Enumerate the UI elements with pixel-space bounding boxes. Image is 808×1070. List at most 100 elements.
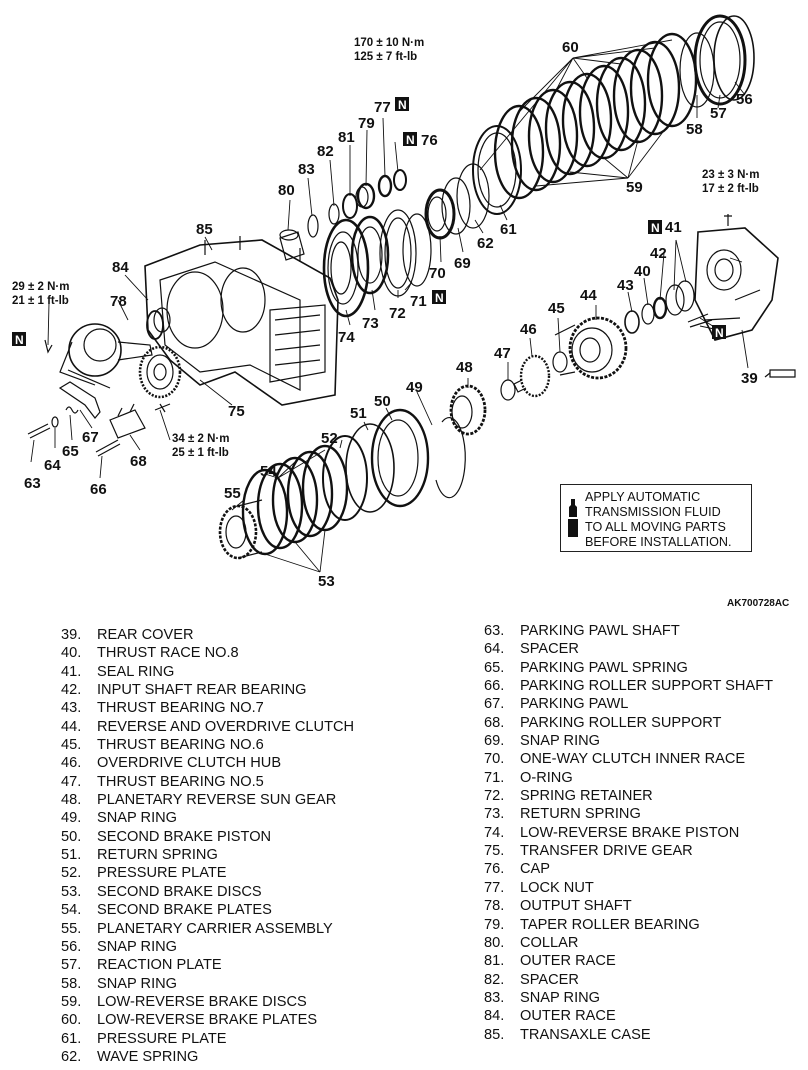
part-74-piston [322,218,370,318]
legend-item-name: PARKING PAWL SPRING [520,659,688,676]
part-71-o-ring [402,213,432,287]
legend-item-number: 55. [61,920,82,937]
callout-50: 50 [374,393,391,410]
callout-51: 51 [350,405,367,422]
callout-67: 67 [82,429,99,446]
legend-item-name: THRUST BEARING NO.6 [97,737,264,754]
legend-item: 62.WAVE SPRING [61,1048,354,1066]
callout-53: 53 [318,573,335,590]
legend-item: 44.REVERSE AND OVERDRIVE CLUTCH [61,718,354,736]
svg-text:N: N [715,326,724,340]
legend-item-number: 79. [484,916,505,933]
legend-item-number: 58. [61,975,82,992]
callout-70: 70 [429,265,446,282]
legend-item-name: REAR COVER [97,627,194,643]
legend-item-number: 80. [484,934,505,951]
legend-item-number: 78. [484,898,505,915]
legend-item-name: PARKING PAWL SHAFT [520,623,680,639]
figure-code: AK700728AC [727,598,790,609]
callout-57: 57 [710,105,727,122]
legend-item-name: SPRING RETAINER [520,788,653,805]
callout-44: 44 [580,287,597,304]
part-41-seal-rings [665,280,695,316]
legend-item: 84.OUTER RACE [484,1007,773,1025]
callout-82: 82 [317,143,334,160]
part-64-spacer [51,416,59,428]
legend-item: 55. PLANETARY CARRIER ASSEMBLY [61,920,354,938]
legend-item-name: THRUST RACE NO.8 [97,645,239,662]
part-51-return-spring [345,423,395,513]
part-68-roller-support [109,403,146,439]
atf-note-line: TO ALL MOVING PARTS [585,520,726,534]
legend-item-name: COLLAR [520,934,579,951]
part-82-spacer [328,203,340,225]
part-63-parking-pawl-shaft [27,423,51,439]
legend-item: 80. COLLAR [484,934,773,952]
exploded-view-diagram: N N N N N N 170 ± 10 N·m 125 ± 7 ft-lb 2… [12,14,796,590]
callout-66: 66 [90,481,107,498]
legend-item-number: 60. [61,1012,82,1029]
legend-item-name: RETURN SPRING [520,806,641,823]
part-61-pressure-plate [472,125,522,215]
part-75-transfer-drive-gear [138,345,182,399]
legend-item-number: 67. [484,696,505,713]
part-62-wave-spring [456,163,490,229]
legend-item: 59.LOW-REVERSE BRAKE DISCS [61,993,354,1011]
part-85-transaxle-case [144,236,339,406]
callout-58: 58 [686,121,703,138]
legend-item: 71.O-RING [484,769,773,787]
legend-item: 56.SNAP RING [61,938,354,956]
atf-note-line: TRANSMISSION FLUID [585,505,721,519]
legend-item: 72.SPRING RETAINER [484,787,773,805]
part-49-snap-ring [435,417,466,499]
callout-45: 45 [548,300,565,317]
legend-item-name: OUTER RACE [520,953,616,970]
legend-item-number: 81. [484,953,505,970]
callout-85: 85 [196,221,213,238]
part-56-snap-ring [713,15,755,101]
legend-item-number: 51. [61,847,82,864]
legend-item-name: WAVE SPRING [97,1048,199,1065]
legend-item: 69.SNAP RING [484,732,773,750]
part-84-outer-race [146,310,164,340]
bolt-39 [724,214,732,226]
legend-item: 68.PARKING ROLLER SUPPORT [484,714,773,732]
legend-item-name: TAPER ROLLER BEARING [520,916,700,933]
torque-spec-78: 29 ± 2 N·m 21 ± 1 ft-lb [12,281,69,307]
legend-item: 73.RETURN SPRING [484,805,773,823]
callout-56: 56 [736,91,753,108]
callout-63: 63 [24,475,41,492]
legend-item-name: SNAP RING [97,975,178,992]
n-mark-78: N [12,332,26,347]
callout-40: 40 [634,263,651,280]
legend-item-number: 56. [61,938,82,955]
part-78-output-shaft [59,323,153,389]
legend-item-number: 49. [61,810,82,827]
legend-item-number: 46. [61,755,82,772]
svg-text:29 ± 2 N·m: 29 ± 2 N·m [12,281,69,293]
legend-item: 45.THRUST BEARING NO.6 [61,736,354,754]
callout-62: 62 [477,235,494,252]
legend-item: 75.TRANSFER DRIVE GEAR [484,842,773,860]
legend-item-name: PLANETARY CARRIER ASSEMBLY [97,920,333,937]
legend-item-name: RETURN SPRING [97,847,218,864]
legend-item-name: PARKING ROLLER SUPPORT [520,714,722,731]
legend-item: 70.ONE-WAY CLUTCH INNER RACE [484,750,773,768]
legend-item: 39.REAR COVER [61,626,354,644]
legend-item-name: SEAL RING [97,663,175,680]
bolt-39-lower [765,370,796,377]
legend-item: 79. TAPER ROLLER BEARING [484,916,773,934]
callout-54: 54 [260,463,277,480]
legend-item-number: 77. [484,879,505,896]
legend-item-name: LOCK NUT [520,879,594,896]
legend-item-name: CAP [520,861,551,878]
legend-item-number: 57. [61,957,82,974]
legend-item-name: REACTION PLATE [97,957,222,974]
legend-item-number: 65. [484,659,505,676]
part-67-parking-pawl [58,381,101,419]
legend-item: 40.THRUST RACE NO.8 [61,644,354,662]
legend-item-name: LOW-REVERSE BRAKE DISCS [97,993,307,1010]
svg-text:23 ± 3 N·m: 23 ± 3 N·m [702,169,759,181]
callout-60: 60 [562,39,579,56]
